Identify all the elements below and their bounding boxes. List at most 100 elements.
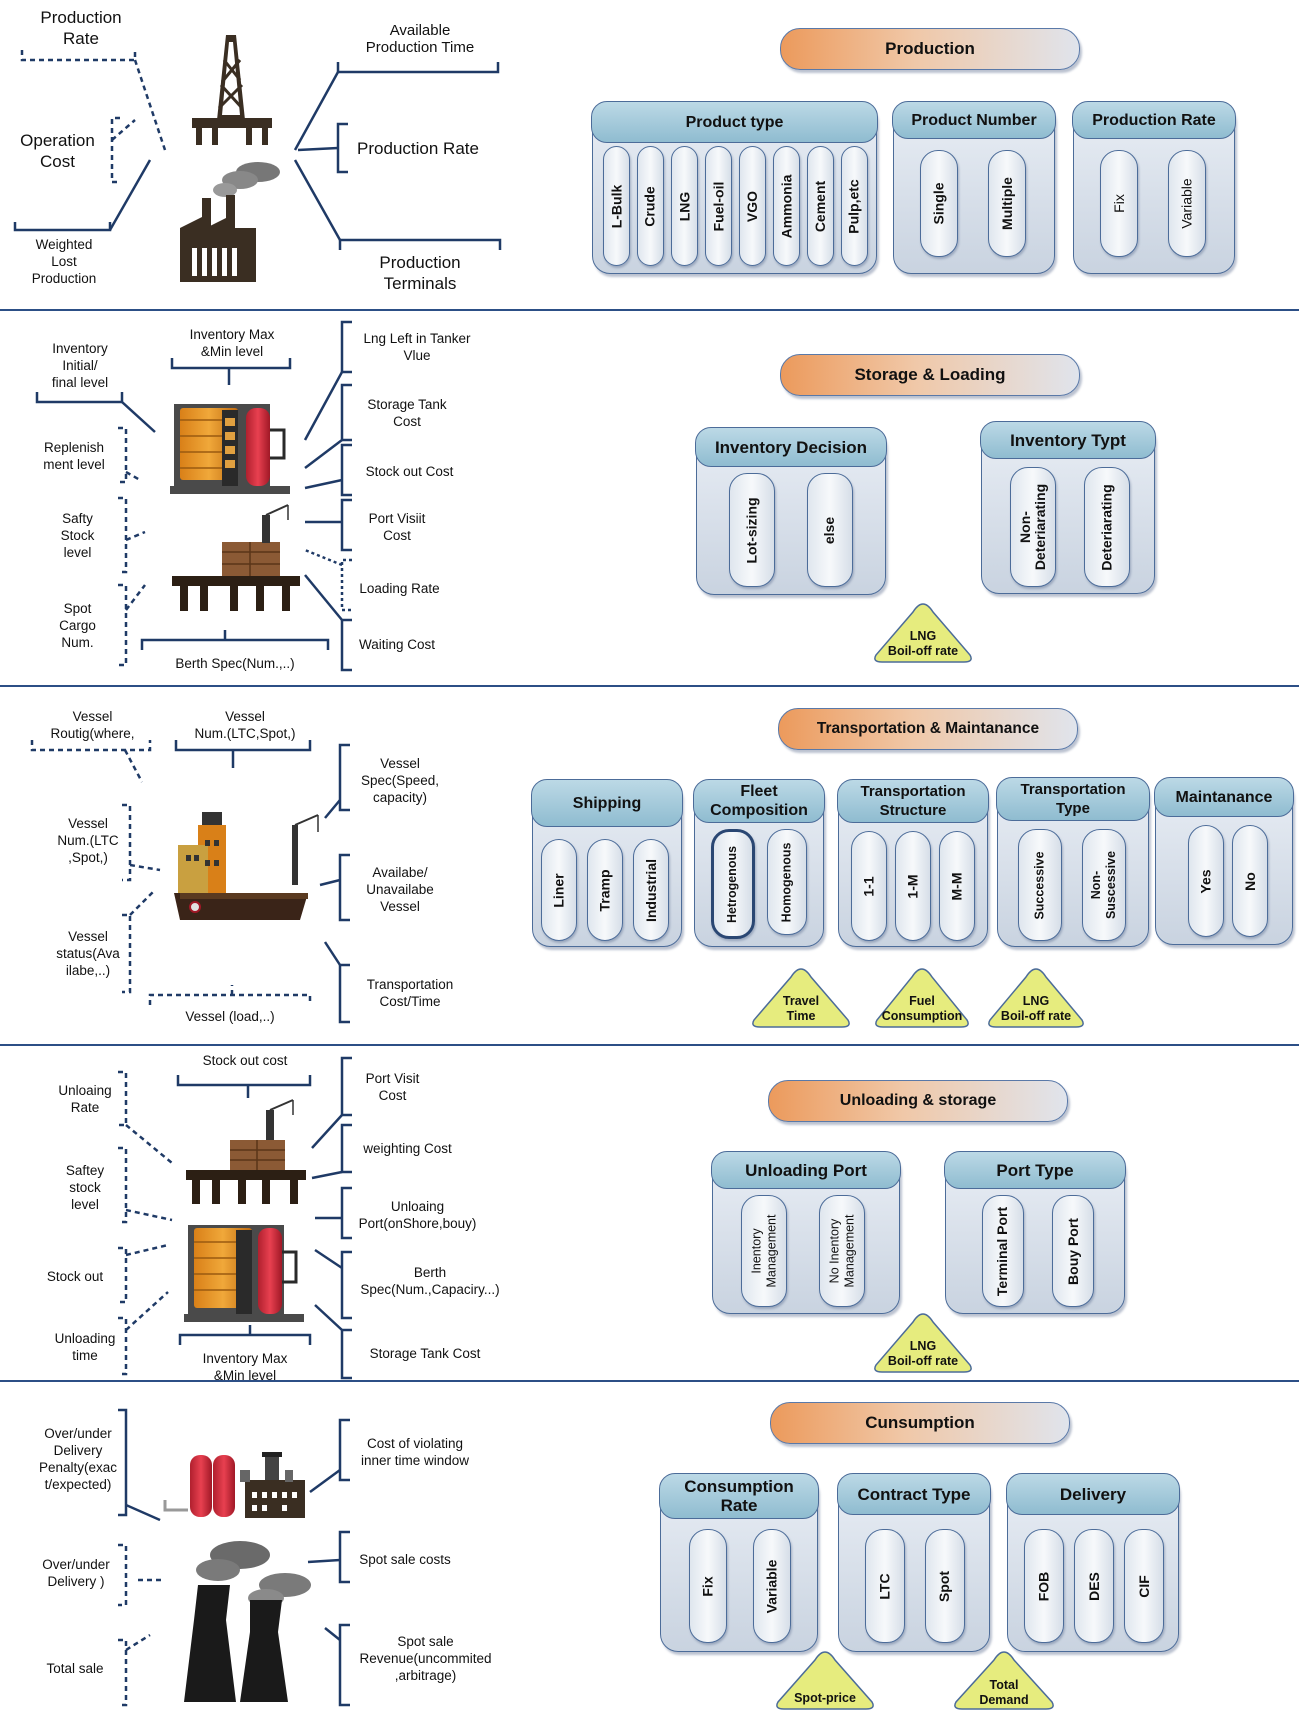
contract-type-group: Contract Type LTC Spot (837, 1473, 991, 1652)
inventory-initial-final-label: Inventory Initial/ final level (51, 341, 109, 390)
transportation-type-group: Transportation Type Successive Non- Susc… (996, 777, 1150, 947)
group-title: Inventory Typt (980, 421, 1156, 459)
item-cif: CIF (1124, 1529, 1164, 1643)
offshore-platform-icon (186, 1099, 306, 1204)
transportation-cost-label: Transportation Cost/Time (366, 977, 454, 1009)
group-title: Delivery (1006, 1473, 1180, 1515)
lng-boil-off-triangle: LNG Boil-off rate (868, 1310, 978, 1375)
stock-out-cost-label: Stock out Cost (365, 464, 454, 479)
storage-loading-title: Storage & Loading (780, 354, 1080, 396)
storage-tank-icon (170, 404, 290, 494)
storage-tank-cost-label: Storage Tank Cost (367, 397, 447, 429)
waiting-cost-label: Waiting Cost (358, 637, 436, 652)
safety-stock-level-label: Safty Stock level (60, 511, 95, 560)
lng-boil-off-triangle: LNG Boil-off rate (982, 965, 1090, 1030)
item-else: else (807, 473, 853, 587)
oil-rig-icon (192, 35, 272, 145)
fleet-composition-group: Fleet Composition Hetrogenous Homogenous (693, 779, 825, 947)
item-non-deteriorating: Non- Deteriarating (1010, 467, 1056, 587)
cooling-tower-icon (184, 1541, 311, 1702)
group-title: Product type (591, 101, 878, 143)
group-title: Transportation Structure (837, 779, 989, 823)
item-successive: Successive (1018, 829, 1062, 941)
replenishment-level-label: Replenish ment level (43, 440, 105, 472)
product-item-lng: LNG (671, 146, 698, 266)
item-lot-sizing: Lot-sizing (729, 473, 775, 587)
section-divider (0, 1380, 1299, 1382)
item-no-inventory-management: No Inentory Management (819, 1195, 865, 1307)
inventory-max-min-label: Inventory Max &Min level (189, 327, 275, 359)
stock-out-cost-label: Stock out cost (202, 1053, 288, 1068)
lng-left-in-tanker-label: Lng Left in Tanker Vlue (363, 331, 471, 363)
offshore-platform-icon (172, 504, 300, 611)
group-title: Maintanance (1154, 777, 1294, 817)
vessel-num-top-label: Vessel Num.(LTC,Spot,) (194, 709, 296, 741)
section-divider (0, 1044, 1299, 1046)
consumption-rate-group: Consumption Rate Fix Variable (659, 1473, 819, 1652)
item-des: DES (1074, 1529, 1114, 1643)
item-fix: Fix (689, 1529, 727, 1643)
factory-icon (180, 162, 280, 282)
product-item-l-bulk: L-Bulk (603, 146, 630, 266)
item-no: No (1232, 825, 1268, 937)
total-sale-label: Total sale (46, 1661, 104, 1676)
lng-boil-off-triangle: LNG Boil-off rate (868, 600, 978, 665)
fuel-consumption-triangle: Fuel Consumption (870, 965, 974, 1030)
section-divider (0, 685, 1299, 687)
product-item-vgo: VGO (739, 146, 766, 266)
group-title: Inventory Decision (695, 427, 887, 467)
item-variable: Variable (753, 1529, 791, 1643)
over-under-delivery-label: Over/under Delivery ) (42, 1557, 110, 1589)
group-title: Fleet Composition (693, 779, 825, 823)
group-title: Port Type (944, 1151, 1126, 1189)
item-ltc: LTC (865, 1529, 905, 1643)
product-type-group: Product type L-Bulk Crude LNG Fuel-oil V… (591, 101, 878, 274)
vessel-spec-label: Vessel Spec(Speed, capacity) (360, 756, 440, 805)
ship-icon (174, 812, 319, 920)
inventory-decision-group: Inventory Decision Lot-sizing else (695, 427, 887, 595)
unloading-rate-label: Unloaing Rate (58, 1083, 112, 1115)
item-industrial: Industrial (633, 839, 669, 941)
stock-out-label: Stock out (46, 1269, 104, 1284)
total-demand-triangle: Total Demand (948, 1648, 1060, 1712)
item-inventory-management: Inentory Management (741, 1195, 787, 1307)
transportation-structure-group: Transportation Structure 1-1 1-M M-M (837, 779, 989, 947)
section-divider (0, 309, 1299, 311)
storage-tank-cost-label: Storage Tank Cost (369, 1346, 481, 1361)
item-m-m: M-M (939, 831, 975, 941)
group-title: Unloading Port (711, 1151, 901, 1189)
available-vessel-label: Availabe/ Unavailabe Vessel (366, 865, 434, 914)
item-fob: FOB (1024, 1529, 1064, 1643)
storage-tank-icon (184, 1225, 304, 1322)
processing-plant-icon (163, 1452, 305, 1518)
violating-time-window-label: Cost of violating inner time window (360, 1436, 470, 1468)
production-rate-group: Production Rate Fix Variable (1072, 101, 1236, 274)
item-bouy-port: Bouy Port (1052, 1195, 1094, 1307)
product-item-pulp: Pulp,etc (841, 146, 868, 266)
item-liner: Liner (541, 839, 577, 941)
item-deteriorating: Deteriarating (1084, 467, 1130, 587)
product-item-cement: Cement (807, 146, 834, 266)
item-heterogeneous: Hetrogenous (711, 829, 755, 939)
inventory-type-group: Inventory Typt Non- Deteriarating Deteri… (980, 421, 1156, 594)
group-title: Production Rate (1072, 101, 1236, 139)
port-visit-cost-label: Port Visiit Cost (368, 511, 426, 543)
berth-spec-label: Berth Spec(Num.,Capaciry...) (360, 1265, 500, 1297)
item-variable: Variable (1168, 150, 1206, 257)
berth-spec-label: Berth Spec(Num.,..) (175, 656, 295, 671)
group-title: Contract Type (837, 1473, 991, 1515)
production-rate-label: Production Rate (40, 8, 122, 48)
product-number-group: Product Number Single Multiple (892, 101, 1056, 274)
production-terminals-label: Production Terminals (379, 253, 461, 293)
available-production-time-label: Available Production Time (365, 22, 475, 56)
operation-cost-label: Operation Cost (20, 131, 95, 171)
item-homogeneous: Homogenous (767, 829, 807, 935)
group-title: Consumption Rate (659, 1473, 819, 1519)
production-title: Production (780, 28, 1080, 70)
spot-sale-revenue-label: Spot sale Revenue(uncommited ,arbitrage) (359, 1634, 492, 1683)
unloading-port-group: Unloading Port Inentory Management No In… (711, 1151, 901, 1314)
item-terminal-port: Terminal Port (982, 1195, 1024, 1307)
port-type-group: Port Type Terminal Port Bouy Port (944, 1151, 1126, 1314)
product-item-ammonia: Ammonia (773, 146, 800, 266)
spot-sale-costs-label: Spot sale costs (359, 1552, 451, 1567)
